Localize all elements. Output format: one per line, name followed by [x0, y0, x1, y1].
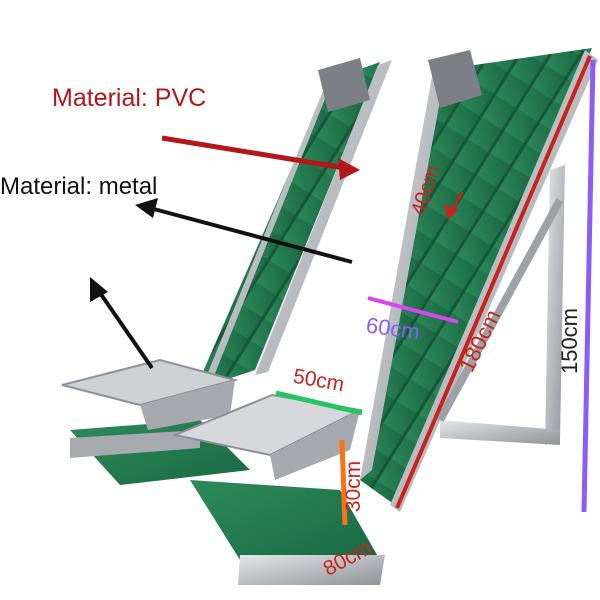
width-line: [367, 296, 459, 324]
metal-material-label: Material: metal: [0, 173, 158, 200]
motor-left: [318, 58, 370, 112]
pvc-material-label: Material: PVC: [52, 84, 207, 112]
hopper-height-line: [339, 439, 348, 526]
annotation-arrows: [90, 135, 464, 370]
motor-right: [428, 50, 482, 108]
hopper-height-label: 30cm: [342, 460, 366, 513]
dimension-lines: [275, 55, 596, 526]
support-frame: [436, 165, 565, 445]
length-line: [395, 55, 592, 509]
hopper-width-line: [275, 390, 363, 416]
left-conveyor: [195, 58, 392, 392]
height-line: [581, 59, 596, 513]
lower-belts: [70, 420, 385, 585]
pvc-arrow: [161, 135, 346, 171]
height-label: 150cm: [557, 307, 583, 375]
hopper-arrow: [96, 288, 154, 370]
metal-arrow: [149, 206, 353, 264]
